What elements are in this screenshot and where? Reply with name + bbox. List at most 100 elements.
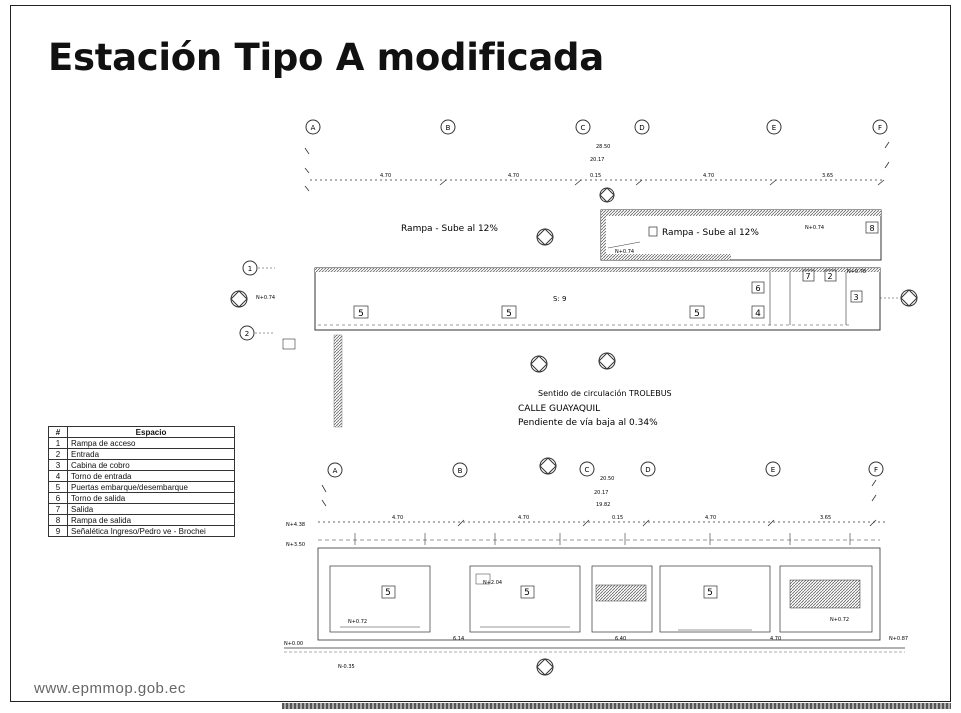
axis-marker-bottom-b: B — [452, 462, 468, 478]
row-axis-2: 2 — [239, 325, 275, 341]
space-2: 2 — [824, 269, 837, 282]
legend-num: 8 — [48, 514, 68, 526]
svg-text:D: D — [639, 124, 644, 132]
legend-space: Salida — [67, 503, 235, 515]
section-marker-top-c — [599, 187, 615, 203]
axis-marker-top-b: B — [440, 119, 456, 135]
axis-marker-top-a: A — [305, 119, 321, 135]
space-6: 6 — [751, 281, 765, 294]
svg-text:E: E — [771, 466, 775, 474]
axis-marker-bottom-f: F — [868, 461, 884, 477]
svg-text:E: E — [772, 124, 776, 132]
svg-text:2: 2 — [245, 330, 249, 338]
elev-dim-2: 4.70 — [518, 515, 529, 521]
legend-num: 3 — [48, 459, 68, 471]
section-marker-below-1 — [530, 355, 548, 373]
svg-text:A: A — [333, 467, 338, 475]
svg-text:D: D — [645, 466, 650, 474]
top-value-2: 20.17 — [590, 157, 604, 163]
svg-text:F: F — [878, 124, 882, 132]
svg-text:4: 4 — [755, 309, 761, 319]
legend-num: 4 — [48, 470, 68, 482]
svg-text:5: 5 — [524, 588, 530, 598]
svg-text:7: 7 — [805, 272, 810, 281]
svg-text:2: 2 — [827, 272, 832, 281]
top-dimension-line — [304, 141, 890, 192]
website-url[interactable]: www.epmmop.gob.ec — [34, 680, 186, 697]
legend-num: 6 — [48, 492, 68, 504]
elev-space-5c: 5 — [703, 585, 718, 599]
small-box-left — [282, 338, 296, 350]
bottom-strip — [282, 703, 951, 709]
svg-text:3: 3 — [853, 293, 858, 302]
elev-dim-1: 4.70 — [392, 515, 403, 521]
space-3: 3 — [850, 290, 863, 303]
row-axis-1: 1 — [242, 260, 275, 276]
svg-text:5: 5 — [694, 309, 700, 319]
legend-space: Rampa de acceso — [67, 437, 235, 449]
section-marker-elevation — [539, 457, 557, 475]
platform-hatch-top — [315, 268, 880, 272]
platform-left-level: N+0.74 — [256, 295, 275, 301]
space-5b: 5 — [501, 305, 517, 319]
slide-frame — [10, 5, 951, 702]
top-dim-1: 4.70 — [380, 173, 391, 179]
elev-top-value-2: 20.17 — [594, 490, 608, 496]
ramp-right-level: N+0.74 — [805, 225, 824, 231]
legend-num: 7 — [48, 503, 68, 515]
top-value-1: 28.50 — [596, 144, 610, 150]
street-slope: Pendiente de vía baja al 0.34% — [518, 418, 658, 428]
legend-num: 2 — [48, 448, 68, 460]
ramp-right-hatch-bottom — [601, 254, 731, 260]
elev-panel-level-3: N+0.72 — [830, 617, 849, 623]
legend-space: Puertas embarque/desembarque — [67, 481, 235, 493]
axis-marker-bottom-a: A — [327, 462, 343, 478]
elev-dim-3: 0.15 — [612, 515, 623, 521]
ground-bottom-level: N-0.35 — [338, 664, 355, 670]
top-dim-2: 4.70 — [508, 173, 519, 179]
svg-text:5: 5 — [707, 588, 713, 598]
space-8: 8 — [865, 221, 879, 234]
space-5a: 5 — [353, 305, 369, 319]
elev-panel-level-2: N+2.04 — [483, 580, 502, 586]
legend-space: Entrada — [67, 448, 235, 460]
svg-text:C: C — [581, 124, 586, 132]
svg-text:5: 5 — [506, 309, 512, 319]
svg-text:B: B — [458, 467, 463, 475]
elev-panel-level-1: N+0.72 — [348, 619, 367, 625]
top-dim-5: 3.65 — [822, 173, 833, 179]
ramp-right-hatch-top — [601, 210, 881, 216]
platform-center-label: S: 9 — [553, 295, 566, 303]
trolley-direction: Sentido de circulación TROLEBUS — [538, 388, 672, 398]
section-marker-ramp — [536, 228, 554, 246]
top-dim-4: 4.70 — [703, 173, 714, 179]
top-dim-3: 0.15 — [590, 173, 601, 179]
elev-left-level-1: N+4.38 — [286, 522, 305, 528]
axis-marker-top-e: E — [766, 119, 782, 135]
platform-right-level: N+0.78 — [847, 269, 866, 275]
svg-text:F: F — [874, 466, 878, 474]
legend-space: Torno de entrada — [67, 470, 235, 482]
section-marker-bottom — [536, 658, 554, 676]
panel-window-marks — [340, 573, 861, 631]
legend-num: 1 — [48, 437, 68, 449]
elevation-body — [317, 547, 881, 641]
space-5c: 5 — [689, 305, 705, 319]
legend-header-row: # Espacio — [48, 426, 235, 438]
elev-space-5b: 5 — [520, 585, 535, 599]
legend-space: Cabina de cobro — [67, 459, 235, 471]
elev-top-value-1: 20.50 — [600, 476, 614, 482]
ramp-left-label: Rampa - Sube al 12% — [401, 224, 498, 234]
elev-dim-5: 3.65 — [820, 515, 831, 521]
svg-text:A: A — [311, 124, 316, 132]
elevation-axis-markers: A B C D E F — [327, 461, 884, 478]
elevation-panels — [329, 565, 873, 633]
svg-text:5: 5 — [385, 588, 391, 598]
axis-marker-top-c: C — [575, 119, 591, 135]
